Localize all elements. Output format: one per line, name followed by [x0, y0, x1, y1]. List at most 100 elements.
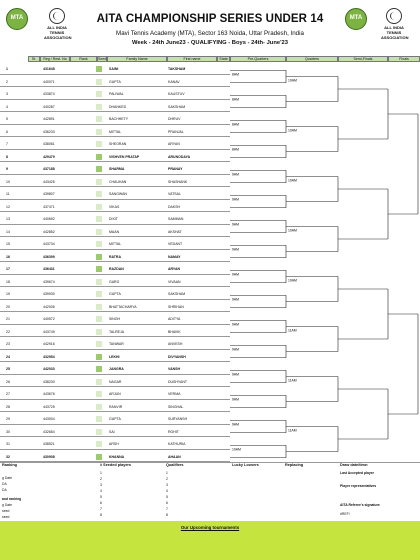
row-divider	[0, 173, 230, 175]
row-divider	[0, 186, 230, 187]
draw-position: 22	[6, 329, 10, 334]
reg-number: 442916	[43, 342, 55, 346]
draw-row: 174364316RAZDANARYAN	[0, 264, 230, 275]
match-time-label: 9AM	[232, 247, 239, 251]
first-name: DUSHYANT	[168, 379, 187, 384]
row-divider	[0, 211, 230, 212]
player-representatives: Player representatives	[340, 484, 377, 488]
rank-cell	[96, 428, 102, 435]
row-divider	[0, 98, 230, 100]
col-header-seed: Seed	[97, 56, 107, 62]
rank-cell	[96, 328, 102, 335]
rank-cell	[96, 178, 102, 185]
ranking-date: g Date	[2, 476, 12, 480]
family-name: NAGAR	[109, 379, 122, 384]
venue-subtitle: Mavi Tennis Academy (MTA), Sector 163 No…	[116, 30, 304, 37]
reg-number: 437471	[43, 204, 55, 209]
first-name: AKSHAT	[168, 229, 182, 234]
first-name: ARUNODAYA	[168, 154, 191, 159]
draw-position: 13	[6, 217, 10, 221]
first-name: SAMMAN	[168, 217, 184, 221]
rank-cell	[96, 103, 102, 110]
family-name: RAZDAN	[109, 267, 124, 271]
upcoming-tournaments-link[interactable]: Our Upcoming tournaments	[180, 525, 240, 530]
row-divider	[0, 411, 230, 412]
rank-cell	[96, 291, 102, 297]
rank-cell	[96, 153, 102, 160]
rank-cell	[96, 166, 102, 172]
family-name: TANWAR	[109, 342, 124, 346]
reg-number: 440287	[43, 104, 55, 109]
seed-slot: 5	[100, 495, 102, 499]
draw-row: 164363995RATRANAMAY	[0, 252, 230, 262]
rank-cell	[96, 128, 102, 135]
rank-cell	[96, 253, 102, 260]
row-divider	[0, 236, 230, 237]
row-divider	[0, 311, 230, 312]
match-time-label: 10AM	[288, 129, 297, 133]
page-header: MTA ALL INDIA TENNIS ASSOCIATION AITA CH…	[0, 0, 420, 54]
match-time-label: 9AM	[232, 197, 239, 201]
qualifiers-header: Qualifiers	[166, 463, 184, 467]
first-name: KANAV	[168, 79, 180, 84]
family-name: CHAUHAN	[109, 179, 127, 184]
reg-number: 437188	[43, 167, 55, 171]
rank-cell	[96, 353, 102, 360]
reg-number: 442891	[43, 117, 55, 121]
first-name: VANSH	[168, 367, 180, 371]
family-name: LEKHI	[109, 354, 120, 359]
draw-position: 10	[6, 179, 10, 184]
col-header-prequarters: Pre-Quarters	[230, 56, 286, 62]
rank-cell	[96, 91, 102, 97]
draw-position: 7	[6, 142, 8, 146]
aita-logo-right: ALL INDIA TENNIS ASSOCIATION	[381, 8, 408, 40]
rank-cell	[96, 266, 102, 272]
reg-number: 443734	[43, 242, 55, 246]
col-header-semis: Semi-Finals	[338, 56, 388, 62]
reg-number: 440572	[43, 317, 55, 321]
mta-logo-left: MTA	[6, 8, 28, 30]
qualifier-slot: 2	[166, 477, 168, 481]
tennis-ball-icon	[386, 8, 402, 24]
family-name: MAAN	[109, 229, 120, 234]
family-name: PALIWAL	[109, 92, 124, 96]
reg-number: 430908	[43, 454, 55, 459]
draw-position: 24	[6, 354, 10, 359]
draw-position: 14	[6, 229, 10, 234]
row-divider	[0, 86, 230, 87]
match-time-label: 9AM	[232, 272, 239, 276]
first-name: VATSAL	[168, 192, 181, 196]
row-divider	[0, 323, 230, 325]
family-name: RATRA	[109, 254, 121, 259]
draw-position: 25	[6, 367, 10, 371]
rank-cell	[96, 191, 102, 197]
family-name: VISHVEN PRATAP	[109, 154, 140, 159]
match-time-label: 9AM	[232, 372, 239, 376]
rank-cell	[96, 203, 102, 210]
bottom-divider	[0, 462, 420, 463]
replacing-header: Replacing	[285, 463, 304, 467]
reg-number: 436233	[43, 129, 55, 134]
match-time-label: 8AM	[232, 122, 239, 126]
seed-slot: 4	[100, 489, 102, 493]
family-name: KHANNA	[109, 454, 125, 459]
qualifier-slot: 7	[166, 507, 168, 511]
first-name: SHASHANK	[168, 179, 188, 184]
match-time-label: 9AM	[232, 172, 239, 176]
first-name: AHAAN	[168, 454, 181, 459]
draw-position: 2	[6, 79, 8, 84]
col-header-family: Family Name	[107, 56, 167, 62]
upcoming-tournaments-banner: Our Upcoming tournaments	[0, 521, 420, 560]
